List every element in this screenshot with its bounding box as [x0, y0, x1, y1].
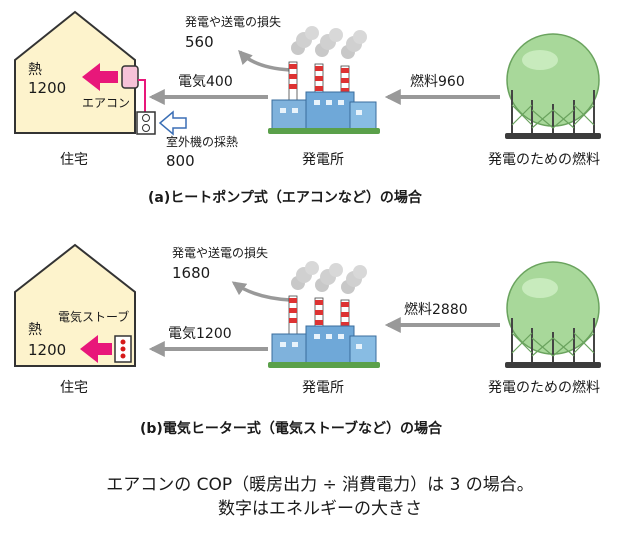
tank-label-b: 発電のための燃料 — [488, 380, 600, 396]
heat-arrow-a — [82, 63, 118, 91]
house-a — [14, 10, 136, 134]
house-b — [14, 243, 136, 367]
house-label-b: 住宅 — [60, 380, 88, 396]
electric-heater — [114, 335, 132, 363]
heater-label: 電気ストーブ — [58, 310, 130, 324]
plant-label-a: 発電所 — [302, 152, 344, 168]
power-plant-a — [268, 26, 380, 134]
fuel-tank-b — [505, 261, 601, 368]
loss-label-a: 発電や送電の損失 — [185, 15, 282, 29]
loss-arrow-b — [231, 281, 291, 302]
heat-label-b: 熱 — [28, 322, 42, 338]
outdoor-heat-arrow — [158, 110, 187, 136]
heat-value-b: 1200 — [28, 341, 67, 359]
footer-line-2: 数字はエネルギーの大きさ — [218, 499, 422, 519]
footer-line-1: エアコンの COP（暖房出力 ÷ 消費電力）は 3 の場合。 — [106, 475, 534, 495]
electricity-label-b: 電気1200 — [168, 326, 232, 342]
heat-value-a: 1200 — [28, 79, 67, 97]
loss-arrow-a — [238, 49, 291, 72]
heat-arrow-b — [80, 335, 112, 363]
outdoor-label: 室外機の採熱 — [166, 135, 239, 149]
house-label-a: 住宅 — [60, 152, 88, 168]
aircon-pipe — [138, 79, 146, 112]
fuel-label-b: 燃料2880 — [404, 302, 468, 318]
fuel-label-a: 燃料960 — [410, 74, 465, 90]
electricity-label-a: 電気400 — [178, 74, 233, 90]
tank-label-a: 発電のための燃料 — [488, 152, 600, 168]
loss-label-b: 発電や送電の損失 — [172, 246, 269, 260]
aircon-outdoor-unit — [136, 111, 156, 135]
plant-label-b: 発電所 — [302, 380, 344, 396]
caption-b: (b)電気ヒーター式（電気ストーブなど）の場合 — [140, 421, 442, 437]
loss-value-b: 1680 — [172, 264, 211, 282]
power-plant-b — [268, 261, 380, 368]
fuel-tank-a — [505, 33, 601, 139]
aircon-indoor-unit — [121, 65, 139, 89]
aircon-label: エアコン — [82, 96, 131, 110]
outdoor-value: 800 — [166, 152, 195, 170]
heat-label-a: 熱 — [28, 62, 42, 78]
loss-value-a: 560 — [185, 33, 214, 51]
caption-a: (a)ヒートポンプ式（エアコンなど）の場合 — [148, 190, 422, 206]
